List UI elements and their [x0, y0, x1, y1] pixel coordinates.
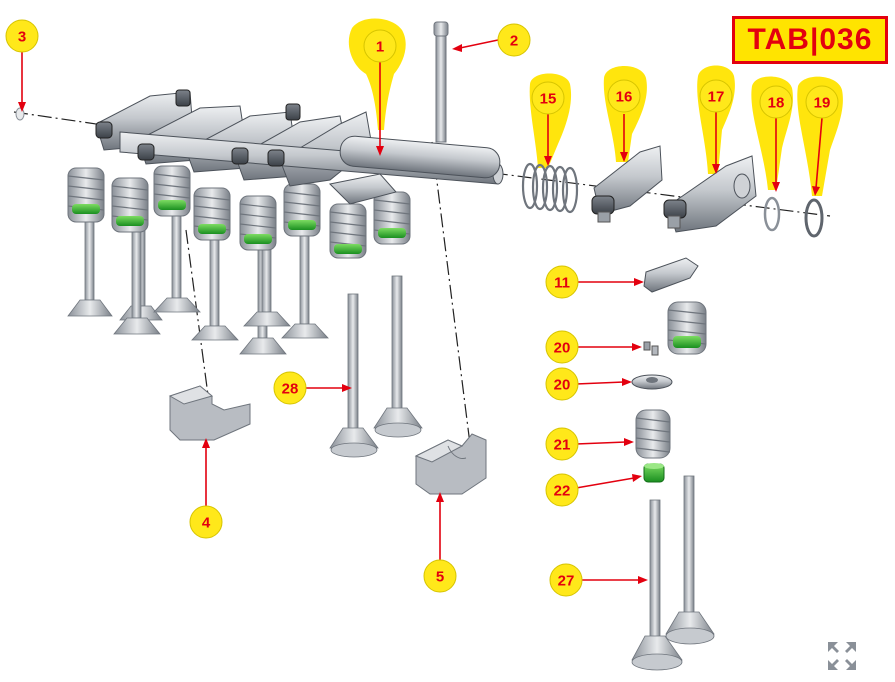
callout-circle-11	[545, 265, 579, 299]
callout-circle-19	[805, 85, 839, 119]
callout-circle-27	[549, 563, 583, 597]
callout-label-21: 21	[554, 437, 571, 454]
callout-circle-2	[497, 23, 531, 57]
part-21-valve-spring	[635, 409, 671, 459]
expand-button[interactable]	[826, 640, 858, 672]
part-15-spring	[521, 162, 579, 214]
part-spring-assembled	[667, 301, 707, 355]
callout-circle-17	[699, 79, 733, 113]
part-11-finger-follower	[643, 257, 699, 293]
callout-label-15: 15	[540, 91, 557, 108]
callout-circle-5	[423, 559, 457, 593]
callout-circle-4	[189, 505, 223, 539]
assembly-adjusters	[95, 89, 301, 167]
assembly-springs	[67, 165, 411, 259]
callout-circle-28	[273, 371, 307, 405]
callout-label-2: 2	[510, 33, 518, 50]
table-code-text: TAB|036	[747, 23, 873, 56]
callout-label-11: 11	[554, 275, 570, 292]
callout-bubbles	[5, 19, 839, 597]
callout-label-18: 18	[768, 95, 785, 112]
callout-label-1: 1	[376, 39, 384, 56]
callout-circle-3	[5, 19, 39, 53]
rocker-arm-assembly	[67, 89, 504, 355]
callout-circle-21	[545, 427, 579, 461]
callout-circle-20a	[545, 330, 579, 364]
part-18-ring	[763, 196, 781, 232]
callout-circle-18	[759, 85, 793, 119]
part-27-valves	[631, 475, 715, 671]
callout-label-4: 4	[202, 515, 211, 532]
callout-circle-1	[363, 29, 397, 63]
callout-label-20a: 20	[554, 340, 571, 357]
part-20-collets	[643, 341, 659, 356]
callout-circle-15	[531, 81, 565, 115]
part-19-snap-ring	[804, 198, 824, 238]
part-20-retainer	[631, 374, 673, 390]
part-22-valve-seal	[643, 463, 665, 483]
part-16-rocker-arm	[591, 145, 663, 223]
assembly-valves	[67, 189, 329, 355]
table-code-badge: TAB|036	[732, 16, 888, 64]
expand-arrows-icon	[828, 642, 856, 670]
callout-label-20b: 20	[554, 377, 571, 394]
callout-label-19: 19	[814, 95, 831, 112]
callout-circle-16	[607, 79, 641, 113]
callout-label-28: 28	[282, 381, 299, 398]
callout-circle-22	[545, 473, 579, 507]
callout-circle-20b	[545, 367, 579, 401]
part-28-valves	[329, 275, 423, 458]
part-2-rod	[433, 21, 449, 143]
callout-label-3: 3	[18, 29, 26, 46]
callout-label-16: 16	[616, 89, 633, 106]
part-17-rocker-arm	[663, 155, 757, 233]
callout-label-22: 22	[554, 483, 571, 500]
part-4-bearing-cap	[168, 385, 251, 441]
callout-label-17: 17	[708, 89, 725, 106]
callout-label-27: 27	[558, 573, 575, 590]
callout-label-5: 5	[436, 569, 444, 586]
part-5-bearing-cap	[414, 433, 487, 495]
leader-lines	[18, 39, 823, 584]
